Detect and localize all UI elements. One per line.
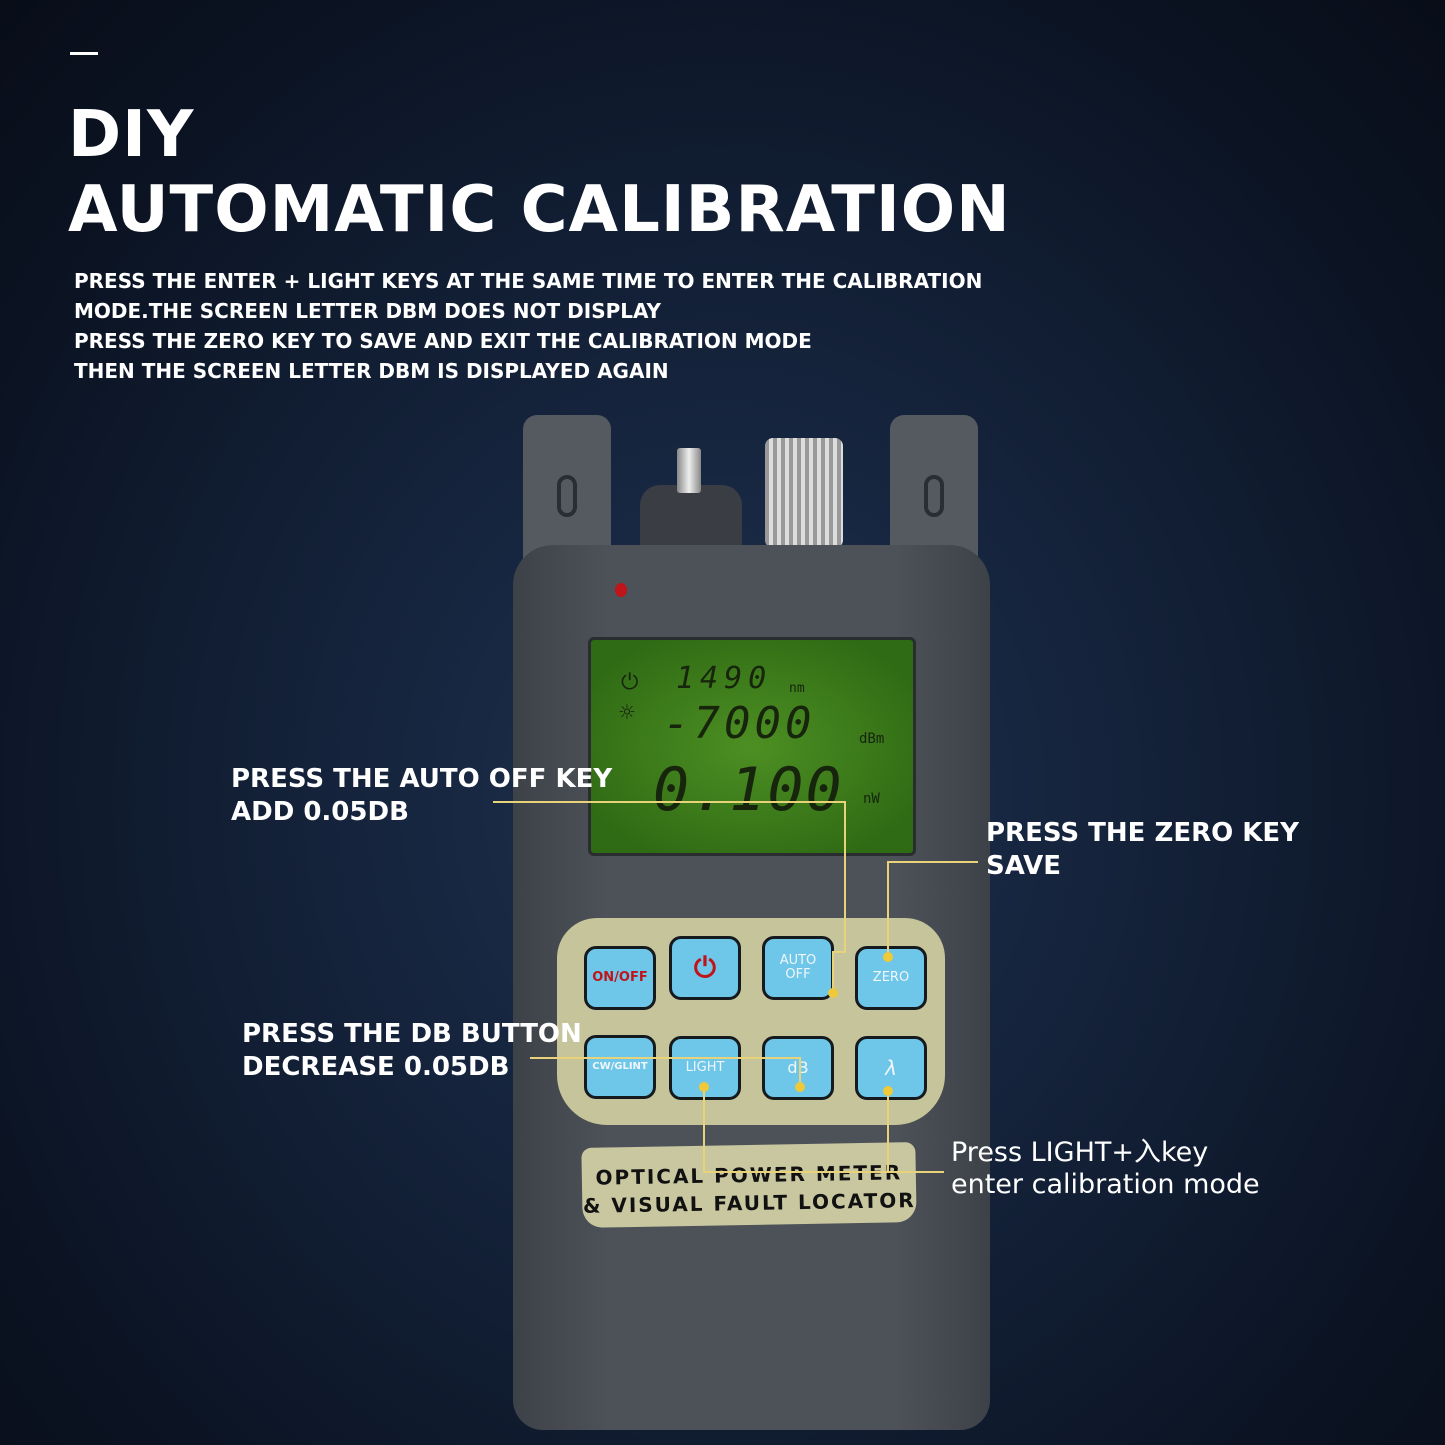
auto-off-line <box>493 801 846 992</box>
callout-text: PRESS THE ZERO KEY <box>986 818 1300 848</box>
instructions: PRESS THE ENTER + LIGHT KEYS AT THE SAME… <box>74 266 982 386</box>
device-ear-left <box>523 415 611 565</box>
callout-text: SAVE <box>986 851 1061 881</box>
db-dot <box>795 1082 805 1092</box>
light-sun-icon: ☼ <box>619 698 635 728</box>
wavelength-unit: nm <box>789 681 805 696</box>
led-indicator <box>615 583 627 597</box>
power-icon: ⏻ <box>693 951 717 984</box>
cw-glint-key[interactable]: CW/GLINT <box>584 1035 656 1099</box>
vfl-connector <box>640 485 742 555</box>
callout-text: Press LIGHT+入key <box>951 1137 1209 1168</box>
callout-text: ADD 0.05DB <box>231 797 409 827</box>
lambda-dot <box>883 1086 893 1096</box>
power-readout: 0.100 <box>653 755 844 825</box>
on-off-key[interactable]: ON/OFF <box>584 946 656 1010</box>
instruction-line: PRESS THE ENTER + LIGHT KEYS AT THE SAME… <box>74 269 983 293</box>
zero-line <box>887 861 978 957</box>
callout-text: PRESS THE AUTO OFF KEY <box>231 764 613 794</box>
lcd-screen: ⏻ ☼ 1490 nm -7000 dBm 0.100 nW <box>588 637 916 856</box>
light-line <box>703 1087 944 1173</box>
fc-connector <box>765 438 843 548</box>
device-ear-right <box>890 415 978 565</box>
title-line-2: AUTOMATIC CALIBRATION <box>68 173 1011 247</box>
dbm-readout: -7000 <box>663 698 816 749</box>
keypad: ON/OFF ⏻ AUTO OFF ZERO CW/GLINT LIGHT dB… <box>557 918 945 1125</box>
title-line-1: DIY <box>68 98 195 172</box>
callout-db: PRESS THE DB BUTTON DECREASE 0.05DB <box>242 1018 582 1084</box>
callout-text: enter calibration mode <box>951 1169 1260 1200</box>
callout-auto-off: PRESS THE AUTO OFF KEY ADD 0.05DB <box>231 763 612 829</box>
instruction-line: PRESS THE ZERO KEY TO SAVE AND EXIT THE … <box>74 329 812 353</box>
db-line <box>530 1057 801 1087</box>
instruction-line: MODE.THE SCREEN LETTER DBM DOES NOT DISP… <box>74 299 662 323</box>
callout-text: DECREASE 0.05DB <box>242 1052 510 1082</box>
auto-off-key[interactable]: AUTO OFF <box>762 936 834 1000</box>
zero-dot <box>883 952 893 962</box>
callout-text: PRESS THE DB BUTTON <box>242 1019 582 1049</box>
auto-off-dot <box>828 988 838 998</box>
callout-zero: PRESS THE ZERO KEY SAVE <box>986 817 1299 883</box>
callout-light: Press LIGHT+入key enter calibration mode <box>951 1137 1260 1201</box>
power-key[interactable]: ⏻ <box>669 936 741 1000</box>
wavelength-readout: 1490 <box>676 661 773 696</box>
instruction-line: THEN THE SCREEN LETTER DBM IS DISPLAYED … <box>74 359 669 383</box>
power-unit: nW <box>863 791 880 807</box>
decor-dash <box>70 52 98 55</box>
dbm-unit: dBm <box>859 731 885 747</box>
vfl-pin <box>677 448 701 493</box>
power-symbol-icon: ⏻ <box>621 670 639 695</box>
light-dot <box>699 1082 709 1092</box>
